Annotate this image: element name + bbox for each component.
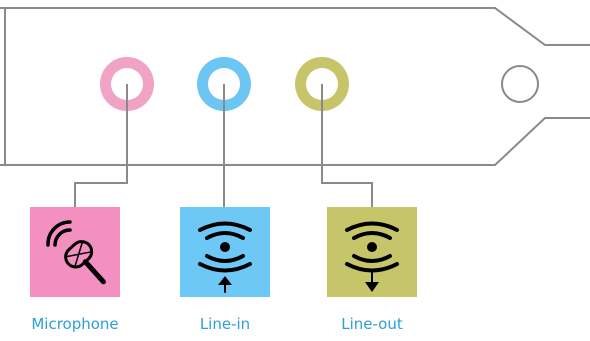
connector-mic — [74, 84, 128, 207]
icon-box-mic — [30, 207, 120, 297]
mounting-hole — [501, 65, 539, 103]
line-in-icon — [198, 221, 252, 293]
connector-line-out — [321, 84, 373, 207]
microphone-icon — [46, 220, 106, 285]
label-line-in: Line-in — [199, 315, 251, 333]
label-microphone: Microphone — [31, 315, 119, 333]
card-bracket-outline — [0, 7, 590, 166]
label-line-out: Line-out — [341, 315, 403, 333]
line-out-icon — [345, 221, 399, 292]
